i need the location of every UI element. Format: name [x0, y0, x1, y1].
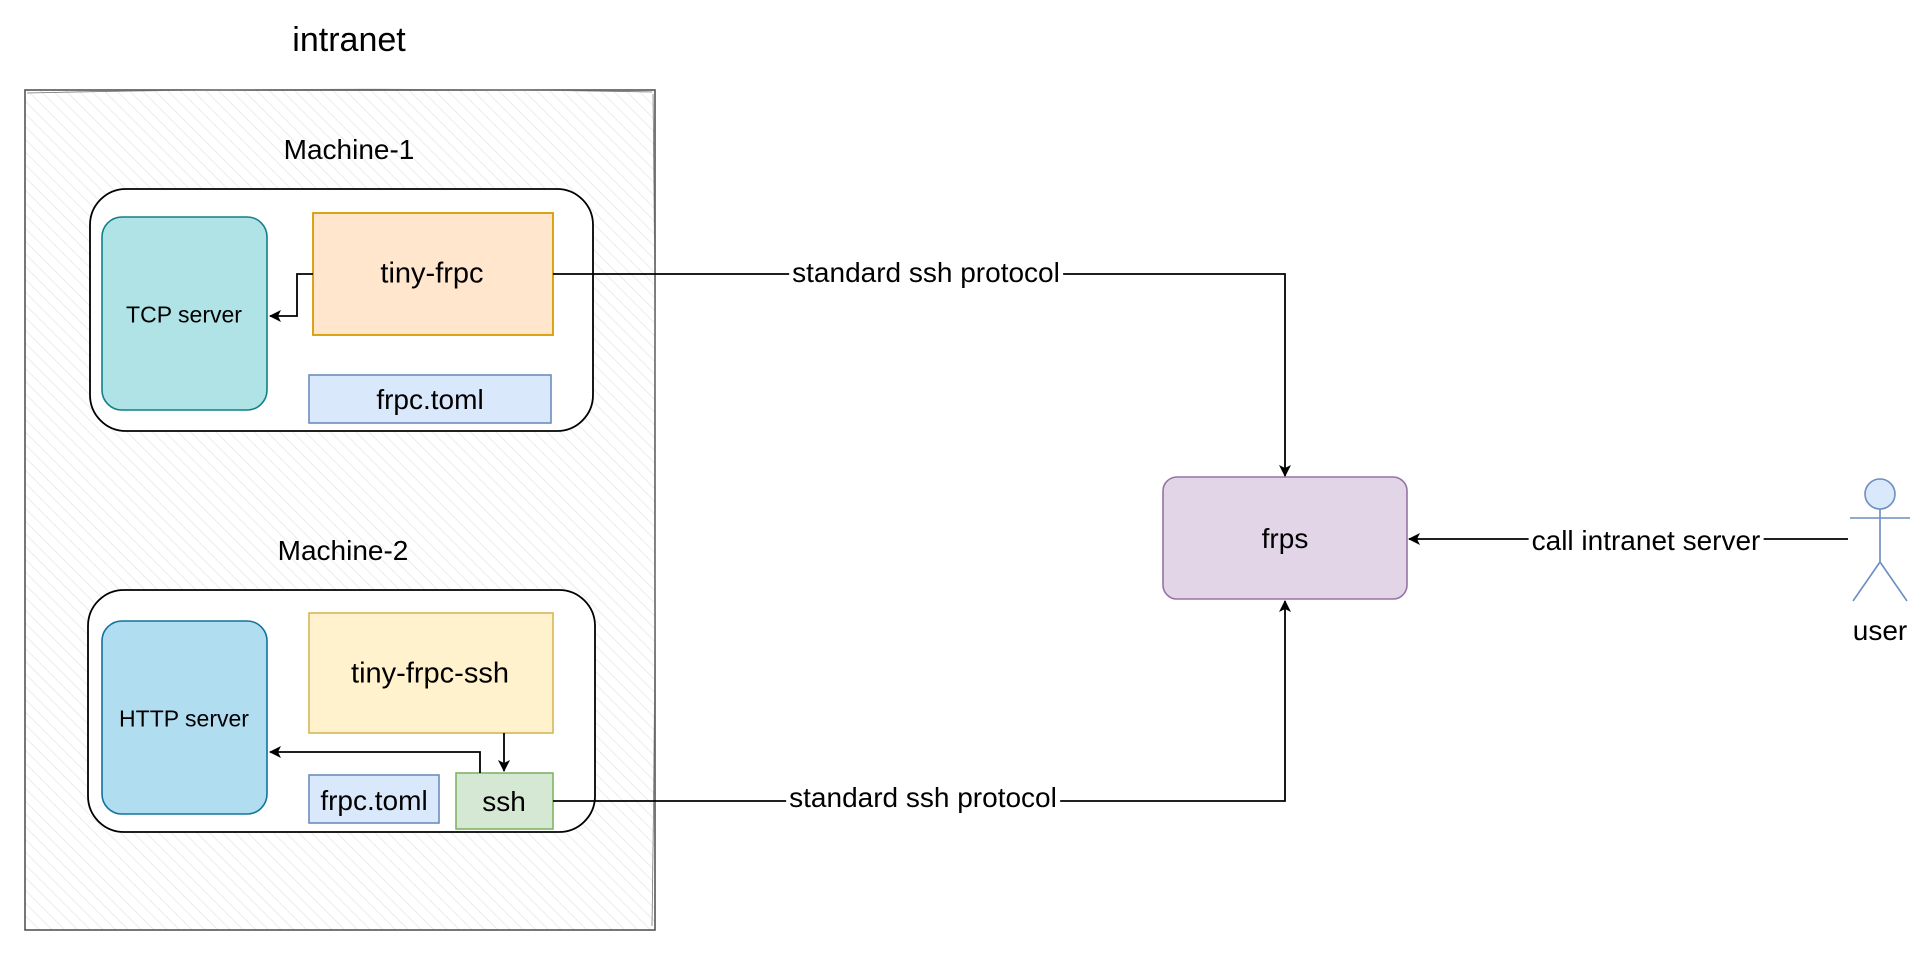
tiny-frpc-ssh-label: tiny-frpc-ssh [351, 657, 509, 690]
machine-2-title: Machine-2 [277, 535, 409, 566]
frps-node[interactable] [1162, 476, 1408, 600]
http-server-label: HTTP server [119, 705, 249, 732]
ssh-label: ssh [482, 786, 526, 817]
tcp-server-node[interactable] [101, 216, 268, 411]
machine-1-title: Machine-1 [283, 134, 415, 165]
machine-1-config-label: frpc.toml [376, 384, 484, 415]
edge-ssh-to-frps [553, 600, 1291, 802]
user-head [1864, 478, 1896, 510]
ssh-node[interactable] [455, 772, 554, 830]
http-server-node[interactable] [101, 620, 268, 815]
machine-1-config-node[interactable] [308, 374, 552, 424]
intranet-container-sketch-edge [26, 88, 656, 927]
machine-2-config-node[interactable] [308, 774, 440, 824]
edge-label-ssh-protocol-2: standard ssh protocol [786, 784, 1060, 812]
tcp-server-label: TCP server [126, 301, 242, 328]
tiny-frpc-node[interactable] [312, 212, 554, 336]
intranet-title: intranet [292, 21, 406, 59]
user-actor[interactable] [1850, 478, 1910, 602]
user-left-leg [1852, 561, 1881, 602]
edge-tiny-frpc-to-tcp-server [269, 273, 313, 322]
edge-label-ssh-protocol-1: standard ssh protocol [789, 259, 1063, 287]
frps-label: frps [1261, 523, 1309, 554]
edge-ssh-to-http-server [269, 746, 481, 773]
machine-2-config-label: frpc.toml [320, 785, 428, 816]
edge-label-call-intranet-server: call intranet server [1528, 527, 1764, 555]
user-label: user [1852, 615, 1908, 646]
user-right-leg [1879, 561, 1908, 602]
tiny-frpc-ssh-node[interactable] [308, 612, 554, 734]
tiny-frpc-label: tiny-frpc [380, 257, 484, 290]
edge-tiny-frpc-to-frps [553, 273, 1291, 477]
